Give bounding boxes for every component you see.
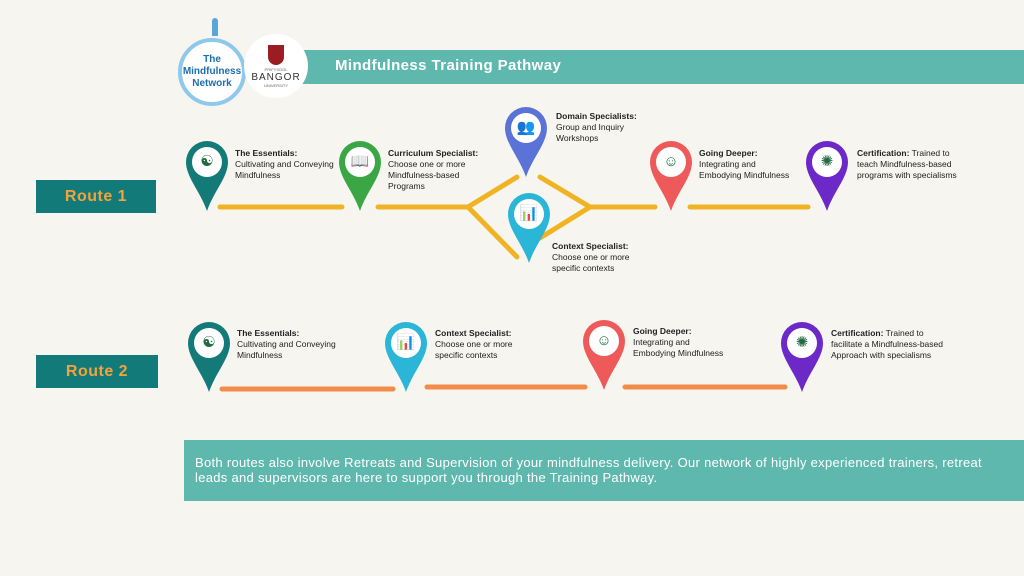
step-title: Certification: — [857, 148, 910, 158]
presentation-icon: 📊 — [519, 205, 539, 222]
certified-meditation-icon: ✺ — [820, 153, 834, 170]
route-1-step-essentials: The Essentials: Cultivating and Conveyin… — [235, 148, 335, 181]
footer-text: Both routes also involve Retreats and Su… — [195, 455, 982, 485]
step-title: The Essentials: — [235, 148, 298, 158]
crest-icon — [268, 44, 284, 65]
meditation-icon: ☯ — [202, 334, 216, 351]
logo-line: Mindfulness — [182, 66, 242, 77]
step-text: Integrating and Embodying Mindfulness — [699, 159, 790, 180]
logo-small-text: UNIVERSITY — [263, 82, 288, 88]
pin-context: 📊 — [508, 193, 550, 265]
title-bar — [300, 50, 1024, 84]
route-1-branch — [465, 204, 520, 260]
route-1-branch — [537, 204, 593, 241]
pin-context-r2: 📊 — [385, 322, 427, 394]
footer-banner — [184, 440, 1024, 501]
logo-figure-icon — [212, 18, 218, 36]
pin-essentials: ☯ — [186, 141, 228, 213]
pin-domain: 👥 — [505, 107, 547, 179]
step-text: Trained to teach Mindfulness-based progr… — [857, 148, 957, 180]
step-text: Cultivating and Conveying Mindfulness — [237, 339, 336, 360]
logo-line: Network — [192, 78, 232, 89]
route-1-branch — [537, 174, 593, 210]
mind-icon: ☺ — [596, 332, 612, 349]
step-title: Certification: — [831, 328, 884, 338]
meditation-icon: ☯ — [200, 153, 214, 170]
route-2-label: Route 2 — [36, 355, 158, 388]
certified-meditation-icon: ✺ — [795, 334, 809, 351]
step-title: The Essentials: — [237, 328, 300, 338]
logo-line: The — [203, 54, 221, 65]
route-2-step-context: Context Specialist: Choose one or more s… — [435, 328, 525, 361]
step-text: Integrating and Embodying Mindfulness — [633, 337, 724, 358]
presentation-icon: 📊 — [396, 334, 416, 351]
step-title: Going Deeper: — [699, 148, 758, 158]
group-icon: 👥 — [516, 119, 536, 136]
route-1-branch — [465, 174, 520, 210]
book-icon: 📖 — [350, 153, 370, 170]
pin-curriculum: 📖 — [339, 141, 381, 213]
pin-certification-r2: ✺ — [781, 322, 823, 394]
page-title: Mindfulness Training Pathway — [335, 57, 562, 74]
step-text: Choose one or more specific contexts — [435, 339, 513, 360]
route-1-step-certification: Certification: Trained to teach Mindfuln… — [857, 148, 967, 181]
step-title: Curriculum Specialist: — [388, 148, 479, 158]
pin-going-deeper: ☺ — [650, 141, 692, 213]
logo-big-text: BANGOR — [251, 71, 301, 83]
route-1-step-context: Context Specialist: Choose one or more s… — [552, 241, 642, 274]
route-2-step-going-deeper: Going Deeper: Integrating and Embodying … — [633, 326, 733, 359]
logo-small-text: PRIFYSGOL — [264, 66, 288, 72]
route-1-step-curriculum: Curriculum Specialist: Choose one or mor… — [388, 148, 483, 192]
step-text: Trained to facilitate a Mindfulness-base… — [831, 328, 943, 360]
step-text: Choose one or more specific contexts — [552, 252, 630, 273]
pin-going-deeper-r2: ☺ — [583, 320, 625, 392]
step-title: Going Deeper: — [633, 326, 692, 336]
step-text: Group and Inquiry Workshops — [556, 122, 625, 143]
route-1-label: Route 1 — [36, 180, 156, 213]
route-2-step-certification: Certification: Trained to facilitate a M… — [831, 328, 951, 361]
bangor-university-logo: PRIFYSGOL BANGOR UNIVERSITY — [244, 34, 308, 98]
step-text: Cultivating and Conveying Mindfulness — [235, 159, 334, 180]
route-2-step-essentials: The Essentials: Cultivating and Conveyin… — [237, 328, 337, 361]
pin-essentials-r2: ☯ — [188, 322, 230, 394]
step-title: Context Specialist: — [435, 328, 512, 338]
mind-icon: ☺ — [663, 153, 679, 170]
route-1-step-domain: Domain Specialists: Group and Inquiry Wo… — [556, 111, 646, 144]
step-title: Context Specialist: — [552, 241, 629, 251]
step-text: Choose one or more Mindfulness-based Pro… — [388, 159, 466, 191]
route-1-step-going-deeper: Going Deeper: Integrating and Embodying … — [699, 148, 799, 181]
step-title: Domain Specialists: — [556, 111, 637, 121]
pin-certification: ✺ — [806, 141, 848, 213]
